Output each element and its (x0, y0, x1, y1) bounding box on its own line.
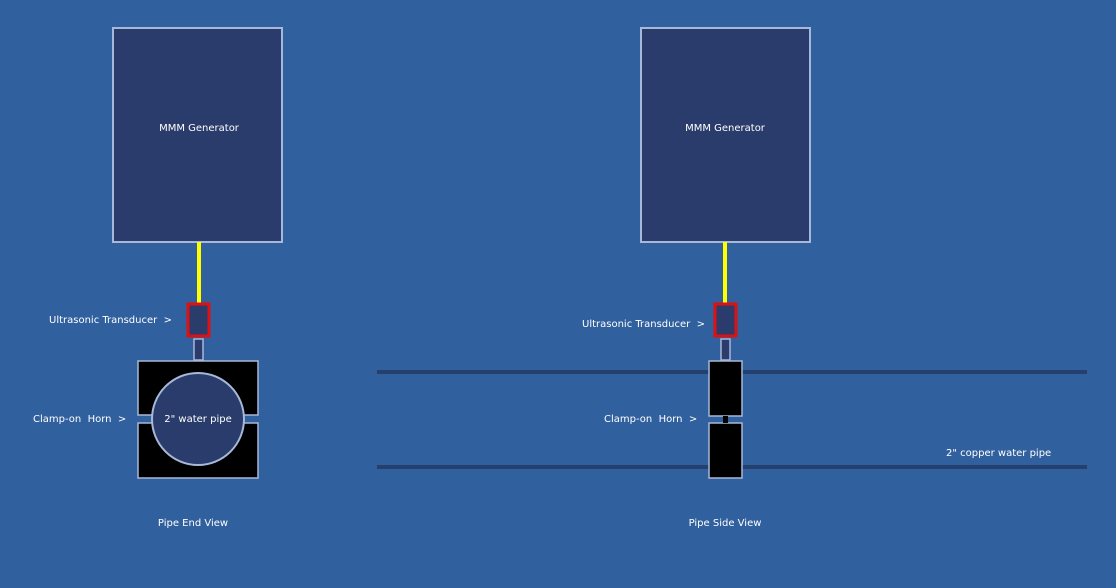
side-view-horn-bottom (708, 422, 743, 479)
side-view-transducer (713, 302, 738, 338)
end-view-transducer-label: Ultrasonic Transducer > (49, 315, 172, 326)
end-view-pipe-circle (151, 372, 245, 466)
side-view-caption: Pipe Side View (688, 518, 762, 529)
side-view-generator-label: MMM Generator (685, 123, 765, 134)
side-view-horn-top (708, 360, 743, 417)
end-view-generator-label: MMM Generator (159, 123, 239, 134)
end-view-horn-label: Clamp-on Horn > (33, 414, 127, 425)
end-view-pipe-label: 2" water pipe (164, 414, 232, 425)
end-view-transducer (186, 302, 211, 338)
end-view-transducer-stem (193, 338, 204, 361)
side-view-transducer-stem (720, 338, 731, 361)
side-view-transducer-label: Ultrasonic Transducer > (582, 319, 705, 330)
side-view-pipe-label: 2" copper water pipe (946, 448, 1052, 459)
side-view-horn-label: Clamp-on Horn > (604, 414, 698, 425)
end-view-caption: Pipe End View (157, 518, 229, 529)
end-view-group (112, 27, 283, 479)
side-view-generator-box (640, 27, 811, 243)
end-view-generator-box (112, 27, 283, 243)
side-view-horn-joint (723, 416, 728, 423)
side-view-group (377, 27, 1087, 479)
